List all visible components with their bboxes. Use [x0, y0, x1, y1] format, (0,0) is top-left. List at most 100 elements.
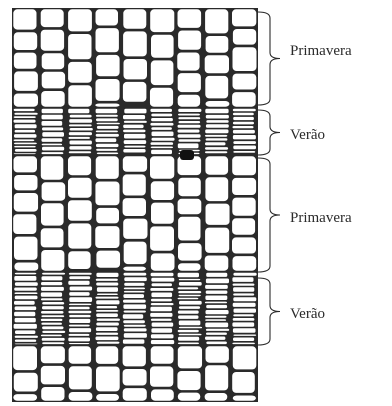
xylem-cell-compressed	[69, 334, 90, 336]
xylem-cell-compressed	[123, 130, 145, 133]
xylem-cell-compressed	[206, 329, 229, 331]
xylem-cell-compressed	[42, 331, 65, 333]
xylem-cell-compressed	[205, 147, 228, 150]
xylem-cell-compressed	[41, 315, 64, 317]
xylem-cell-compressed	[206, 273, 227, 277]
xylem-cell-compressed	[179, 139, 201, 142]
xylem-cell-compressed	[70, 141, 92, 145]
xylem-cell-compressed	[15, 292, 38, 294]
xylem-cell-large	[123, 267, 146, 271]
xylem-cell-compressed	[233, 130, 255, 134]
xylem-cell-compressed	[151, 147, 173, 149]
xylem-cell-large	[177, 371, 200, 390]
xylem-cell-compressed	[123, 294, 144, 298]
xylem-cell-large	[68, 156, 91, 175]
xylem-cell-compressed	[14, 288, 37, 291]
xylem-cell-compressed	[14, 324, 37, 329]
xylem-cell-compressed	[124, 146, 145, 148]
xylem-cell-large	[96, 9, 119, 25]
xylem-cell-large	[178, 31, 201, 50]
xylem-cell-compressed	[123, 320, 145, 323]
xylem-cell-large	[41, 387, 64, 401]
xylem-cell-compressed	[178, 287, 199, 289]
xylem-cell-compressed	[178, 114, 200, 116]
xylem-cell-compressed	[233, 287, 254, 292]
xylem-cell-compressed	[42, 132, 64, 137]
xylem-cell-compressed	[124, 311, 146, 313]
xylem-cell-compressed	[41, 298, 63, 300]
xylem-cell-large	[205, 393, 228, 401]
xylem-cell-compressed	[97, 123, 120, 125]
xylem-cell-compressed	[205, 151, 227, 153]
xylem-cell-large	[68, 251, 90, 269]
xylem-cell-large	[123, 82, 146, 102]
xylem-cell-large	[14, 237, 38, 260]
xylem-cell-compressed	[96, 283, 118, 286]
xylem-cell-compressed	[179, 282, 202, 286]
xylem-cell-large	[178, 217, 200, 241]
xylem-cell-large	[13, 394, 37, 401]
xylem-cell-large	[178, 263, 201, 271]
xylem-cell-large	[205, 177, 228, 201]
xylem-cell-large	[205, 9, 228, 33]
xylem-cell-compressed	[124, 277, 147, 281]
xylem-cell-large	[95, 104, 119, 107]
xylem-cell-compressed	[15, 296, 38, 300]
xylem-cell-compressed	[68, 311, 91, 313]
xylem-cell-compressed	[150, 109, 172, 112]
xylem-cell-compressed	[178, 130, 200, 133]
xylem-cell-compressed	[68, 338, 90, 342]
xylem-cell-compressed	[233, 293, 254, 295]
xylem-cell-compressed	[96, 134, 119, 137]
xylem-cell-compressed	[206, 115, 229, 119]
xylem-cell-compressed	[14, 139, 35, 141]
xylem-cell-large	[96, 156, 119, 179]
xylem-cell-compressed	[205, 285, 228, 289]
wood-tissue-section	[12, 8, 258, 402]
xylem-cell-large	[41, 30, 64, 51]
xylem-cell-compressed	[96, 313, 118, 317]
xylem-cell-large	[233, 29, 256, 45]
dark-inclusion	[180, 150, 194, 160]
xylem-cell-compressed	[232, 277, 253, 282]
xylem-cell-compressed	[42, 138, 63, 142]
xylem-cell-compressed	[15, 336, 38, 338]
xylem-cell-compressed	[178, 273, 199, 278]
xylem-cell-large	[96, 208, 119, 224]
xylem-cell-compressed	[233, 338, 254, 342]
xylem-cell-large	[123, 219, 147, 239]
xylem-cell-large	[41, 250, 64, 271]
xylem-cell-compressed	[234, 309, 257, 313]
brace-2	[258, 110, 280, 155]
xylem-cell-compressed	[206, 305, 227, 308]
xylem-cell-large	[96, 346, 118, 364]
xylem-cell-compressed	[96, 115, 118, 117]
xylem-cell-large	[123, 9, 146, 29]
xylem-cell-compressed	[178, 330, 199, 332]
xylem-cell-compressed	[152, 323, 174, 327]
xylem-cell-compressed	[178, 337, 199, 341]
xylem-cell-compressed	[69, 319, 90, 323]
xylem-cell-compressed	[69, 137, 90, 139]
label-spring-1: Primavera	[290, 43, 352, 59]
xylem-cell-compressed	[70, 128, 93, 131]
xylem-cell-compressed	[178, 343, 199, 345]
xylem-cell-large	[96, 394, 119, 401]
xylem-cell-compressed	[97, 153, 118, 155]
xylem-cell-large	[233, 346, 256, 369]
xylem-cell-large	[178, 199, 202, 214]
xylem-cell-compressed	[206, 120, 228, 123]
xylem-cell-compressed	[41, 335, 62, 337]
xylem-cell-compressed	[97, 294, 118, 296]
xylem-cell-compressed	[123, 125, 143, 129]
xylem-cell-large	[123, 388, 147, 401]
xylem-cell-compressed	[152, 132, 174, 137]
xylem-cell-compressed	[205, 109, 228, 114]
xylem-cell-compressed	[96, 279, 118, 281]
xylem-cell-compressed	[69, 315, 90, 317]
label-spring-2: Primavera	[290, 210, 352, 226]
xylem-cell-large	[151, 346, 174, 364]
xylem-cell-compressed	[15, 318, 36, 323]
xylem-cell-compressed	[123, 149, 145, 153]
